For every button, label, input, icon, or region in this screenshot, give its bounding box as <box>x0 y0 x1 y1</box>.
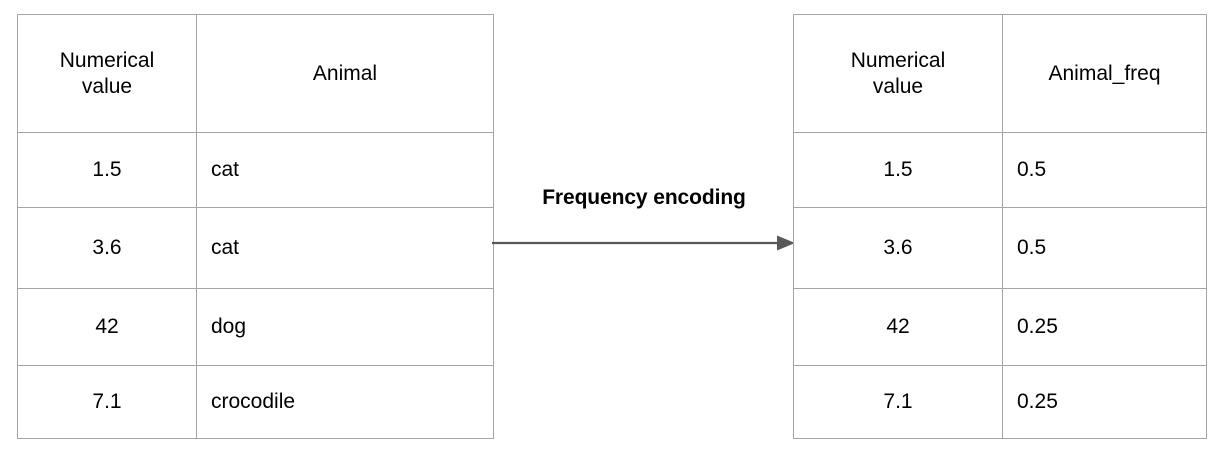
table-row: 7.1 0.25 <box>793 365 1207 439</box>
table-row: 42 dog <box>17 288 494 366</box>
transform-annotation: Frequency encoding <box>491 186 796 262</box>
cell-animal-freq: 0.5 <box>1002 207 1207 289</box>
cell-animal: dog <box>196 288 494 366</box>
right-arrow-icon <box>492 235 795 251</box>
header-line-1: Numerical <box>59 48 155 72</box>
encoded-table: Numerical value Animal_freq 1.5 0.5 3.6 … <box>793 14 1207 439</box>
cell-numerical-value: 1.5 <box>17 132 197 208</box>
cell-numerical-value: 3.6 <box>793 207 1003 289</box>
cell-numerical-value: 42 <box>793 288 1003 366</box>
header-line-1: Numerical <box>850 48 946 72</box>
table-row: 1.5 0.5 <box>793 132 1207 208</box>
source-table: Numerical value Animal 1.5 cat 3.6 cat 4… <box>17 14 494 439</box>
header-line-1: Animal <box>312 61 378 85</box>
header-line-2: value <box>81 74 133 98</box>
table-row: 3.6 0.5 <box>793 207 1207 289</box>
table-row: 7.1 crocodile <box>17 365 494 439</box>
cell-animal-freq: 0.5 <box>1002 132 1207 208</box>
cell-numerical-value: 1.5 <box>793 132 1003 208</box>
cell-numerical-value: 42 <box>17 288 197 366</box>
header-line-2: value <box>872 74 924 98</box>
column-header-animal: Animal <box>196 14 494 133</box>
header-line-1: Animal_freq <box>1048 61 1161 85</box>
column-header-numerical-value: Numerical value <box>17 14 197 133</box>
cell-numerical-value: 3.6 <box>17 207 197 289</box>
column-header-animal-freq: Animal_freq <box>1002 14 1207 133</box>
column-header-numerical-value: Numerical value <box>793 14 1003 133</box>
cell-animal-freq: 0.25 <box>1002 365 1207 439</box>
cell-animal-freq: 0.25 <box>1002 288 1207 366</box>
table-row: 42 0.25 <box>793 288 1207 366</box>
table-header-row: Numerical value Animal_freq <box>793 14 1207 133</box>
cell-animal: cat <box>196 132 494 208</box>
cell-numerical-value: 7.1 <box>793 365 1003 439</box>
cell-animal: cat <box>196 207 494 289</box>
table-header-row: Numerical value Animal <box>17 14 494 133</box>
cell-animal: crocodile <box>196 365 494 439</box>
cell-numerical-value: 7.1 <box>17 365 197 439</box>
transform-label: Frequency encoding <box>542 186 746 209</box>
table-row: 3.6 cat <box>17 207 494 289</box>
table-row: 1.5 cat <box>17 132 494 208</box>
